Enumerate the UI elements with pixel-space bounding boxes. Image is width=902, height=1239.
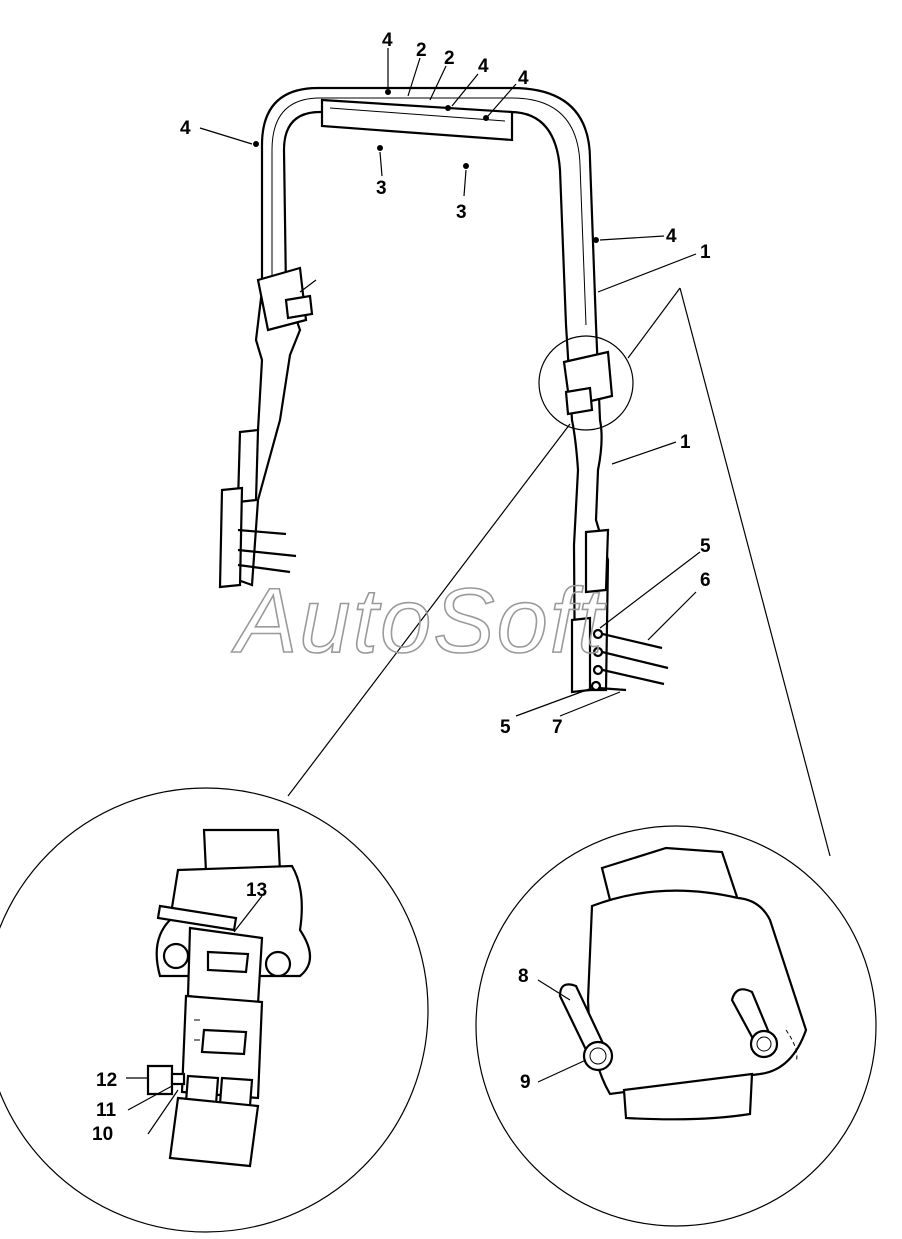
callout-label: 5 [500, 717, 511, 738]
callout-labels: 1 1 2 2 3 3 4 4 4 4 4 5 5 6 7 8 9 10 11 … [92, 30, 711, 1145]
callout-label: 4 [518, 68, 529, 89]
callout-label: 12 [96, 1070, 117, 1091]
callout-label: 2 [416, 40, 427, 61]
callout-label: 4 [478, 56, 489, 77]
callout-label: 4 [382, 30, 393, 51]
callout-label: 2 [444, 48, 455, 69]
callout-label: 6 [700, 570, 711, 591]
callout-label: 11 [96, 1100, 117, 1121]
callout-label: 3 [376, 178, 387, 199]
callout-label: 1 [700, 242, 711, 263]
detail-view-left [0, 787, 429, 1233]
detail-marker-circle [538, 335, 634, 431]
callout-label: 8 [518, 966, 529, 987]
callout-label: 10 [92, 1124, 113, 1145]
callout-label: 9 [520, 1072, 531, 1093]
watermark-text: AutoSoft [231, 570, 606, 672]
callout-label: 4 [180, 118, 191, 139]
callout-label: 4 [666, 226, 677, 247]
leader-lines [199, 48, 831, 857]
callout-label: 13 [246, 880, 267, 901]
detail-view-right [475, 825, 877, 1227]
callout-label: 5 [700, 536, 711, 557]
callout-label: 1 [680, 432, 691, 453]
callout-label: 7 [552, 717, 563, 738]
callout-label: 3 [456, 202, 467, 223]
roll-bar-frame [218, 86, 669, 694]
